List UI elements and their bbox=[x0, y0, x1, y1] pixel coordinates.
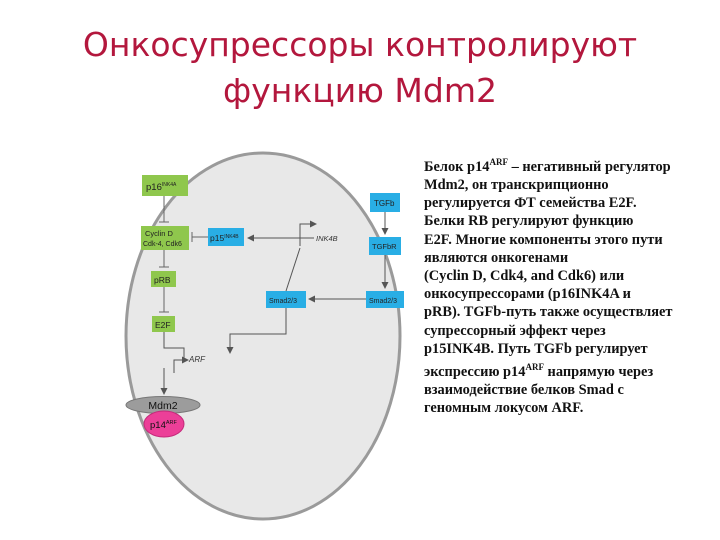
description-line-text: (Cyclin D, Cdk4, and Cdk6) или bbox=[424, 268, 625, 285]
description-line: регулируется ФТ семейства E2F. bbox=[424, 194, 714, 212]
description-line-text: супрессорный эффект через bbox=[424, 322, 606, 339]
description-line: E2F. Многие компоненты этого пути bbox=[424, 231, 714, 249]
description-line-superscript: ARF bbox=[525, 362, 544, 373]
p14arf-node bbox=[143, 410, 185, 438]
description-line-text: экспрессию p14 bbox=[424, 363, 526, 380]
description-line: онкосупрессорами (p16INK4A и bbox=[424, 285, 714, 303]
smad-to-ink4b-arrow bbox=[285, 247, 301, 292]
description-line-superscript: ARF bbox=[489, 157, 508, 167]
description-line-text: напрямую через bbox=[543, 363, 654, 380]
description-line: Mdm2, он транскрипционно bbox=[424, 176, 714, 194]
arf-promoter-arrow bbox=[173, 356, 189, 373]
mdm2-label: Mdm2 bbox=[148, 400, 177, 412]
description-line-text: онкосупрессорами (p16INK4A и bbox=[424, 286, 631, 303]
description-line: экспрессию p14ARF напрямую через bbox=[424, 358, 714, 381]
description-line-text: геномным локусом ARF. bbox=[424, 400, 584, 417]
description-line: являются онкогенами bbox=[424, 249, 714, 267]
slide-title: Онкосупрессоры контролируют функцию Mdm2 bbox=[0, 22, 720, 114]
description-line-text: p15INK4B. Путь TGFb регулирует bbox=[424, 340, 648, 357]
e2f-box bbox=[152, 316, 175, 332]
description-line: взаимодействие белков Smad с bbox=[424, 381, 714, 399]
description-line: pRB). TGFb-путь также осуществляет bbox=[424, 303, 714, 321]
p15-box bbox=[208, 228, 244, 246]
ink4b-promoter-arrow bbox=[299, 220, 317, 246]
description-line-text: Mdm2, он транскрипционно bbox=[424, 177, 609, 193]
tgfb-label: TGFb bbox=[374, 199, 395, 208]
cell-outline bbox=[124, 151, 402, 521]
ink4b-gene-label: INK4B bbox=[316, 234, 338, 243]
description-line: (Cyclin D, Cdk4, and Cdk6) или bbox=[424, 267, 714, 285]
description-line: геномным локусом ARF. bbox=[424, 399, 714, 417]
description-line-text: взаимодействие белков Smad с bbox=[424, 382, 624, 399]
slide-title-line-2: функцию Mdm2 bbox=[223, 71, 497, 110]
description-line-text: – негативный регулятор bbox=[507, 158, 671, 175]
description-line: p15INK4B. Путь TGFb регулирует bbox=[424, 340, 714, 358]
pathway-diagram: p16INK4A Cyclin D Cdk-4, Cdk6 p15INK4B I… bbox=[124, 151, 404, 521]
e2f-to-arf-arrow bbox=[163, 332, 185, 358]
smad-right-box bbox=[366, 291, 404, 308]
p15-label: p15INK4B bbox=[210, 233, 239, 243]
description-line-text: являются онкогенами bbox=[424, 249, 569, 266]
tgfb-box bbox=[370, 193, 400, 212]
p14arf-label: p14ARF bbox=[150, 420, 177, 431]
e2f-label: E2F bbox=[155, 320, 171, 330]
description-line: Белки RB регулируют функцию bbox=[424, 212, 714, 230]
prb-label: pRB bbox=[154, 275, 171, 285]
description-line-text: регулируется ФТ семейства E2F. bbox=[424, 195, 637, 212]
tgfbr-label: TGFbR bbox=[372, 242, 397, 251]
description-line-text: pRB). TGFb-путь также осуществляет bbox=[424, 304, 673, 321]
description-line-text: E2F. Многие компоненты этого пути bbox=[424, 231, 663, 248]
description-line: супрессорный эффект через bbox=[424, 322, 714, 340]
cyclin-label-line2: Cdk-4, Cdk6 bbox=[143, 241, 182, 248]
description-line-text: Белок р14 bbox=[424, 158, 490, 175]
description-line: Белок р14ARF – негативный регулятор bbox=[424, 153, 714, 176]
cyclin-label-line1: Cyclin D bbox=[145, 229, 174, 238]
prb-box bbox=[151, 271, 176, 287]
slide-title-line-1: Онкосупрессоры контролируют bbox=[82, 25, 638, 64]
tgfbr-box bbox=[369, 237, 401, 255]
smad-left-label: Smad2/3 bbox=[269, 298, 297, 305]
smad-left-box bbox=[266, 291, 306, 308]
cyclin-box bbox=[141, 226, 189, 250]
smad-to-arf-arrow bbox=[226, 308, 287, 354]
smad-right-label: Smad2/3 bbox=[369, 298, 397, 305]
p16-box bbox=[142, 175, 188, 196]
p16-label: p16INK4A bbox=[146, 182, 177, 193]
arf-gene-label: ARF bbox=[188, 355, 206, 364]
description-line-text: Белки RB регулируют функцию bbox=[424, 213, 634, 230]
